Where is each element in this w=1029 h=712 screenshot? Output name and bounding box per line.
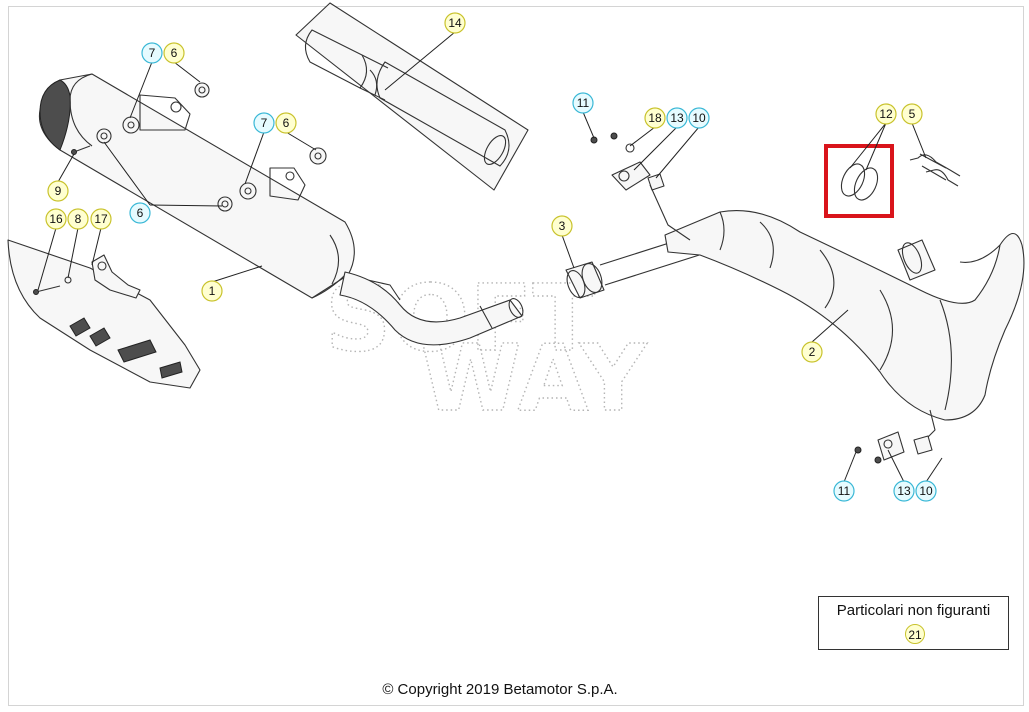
watermark-line-2: WAY [420, 325, 648, 432]
callout-8: 8 [67, 208, 89, 230]
svg-text:3: 3 [559, 219, 566, 233]
legend-title: Particolari non figuranti [836, 602, 991, 619]
leader-lines [37, 31, 943, 483]
callout-17: 17 [90, 208, 112, 230]
o-ring-highlight-box [824, 144, 894, 218]
svg-text:6: 6 [171, 46, 178, 60]
part-callouts: 1 2 3 5 6 7 6 7 [45, 12, 937, 502]
svg-text:1: 1 [209, 284, 216, 298]
svg-text:10: 10 [919, 484, 933, 498]
callout-10-lower: 10 [915, 480, 937, 502]
callout-6-top-right: 6 [275, 112, 297, 134]
callout-5: 5 [901, 103, 923, 125]
svg-text:9: 9 [55, 184, 62, 198]
svg-text:11: 11 [577, 96, 590, 110]
legend-box-parts-not-shown: Particolari non figuranti 21 [818, 596, 1009, 650]
callout-13-lower: 13 [893, 480, 915, 502]
callout-18: 18 [644, 107, 666, 129]
callout-11-upper: 11 [572, 92, 594, 114]
svg-text:7: 7 [149, 46, 156, 60]
callout-2: 2 [801, 341, 823, 363]
callout-6-top-left: 6 [163, 42, 185, 64]
callout-12: 12 [875, 103, 897, 125]
svg-text:16: 16 [49, 212, 63, 226]
part-12-o-rings [824, 144, 894, 218]
svg-text:14: 14 [448, 16, 462, 30]
callout-3: 3 [551, 215, 573, 237]
callout-7-top-right: 7 [253, 112, 275, 134]
svg-text:8: 8 [75, 212, 82, 226]
part-14-silencer-packing [295, 2, 529, 191]
diagram-frame [8, 6, 1024, 706]
callout-10-upper: 10 [688, 107, 710, 129]
svg-text:10: 10 [692, 111, 706, 125]
callout-16: 16 [45, 208, 67, 230]
upper-bracket-assembly [590, 132, 691, 241]
part-3-coupler [565, 261, 605, 299]
svg-text:6: 6 [283, 116, 290, 130]
watermark: SOFT WAY [324, 264, 648, 432]
callout-7-top-left: 7 [141, 42, 163, 64]
copyright-footer: © Copyright 2019 Betamotor S.p.A. [382, 681, 618, 698]
svg-text:11: 11 [838, 484, 851, 498]
part-2-expansion-chamber [664, 210, 1025, 441]
svg-text:17: 17 [94, 212, 108, 226]
svg-text:2: 2 [809, 345, 816, 359]
silencer-grommets [71, 82, 327, 212]
lower-bracket-assembly [854, 431, 933, 464]
part-1-silencer [38, 73, 401, 301]
legend-callout-21: 21 [905, 624, 925, 644]
svg-text:13: 13 [670, 111, 684, 125]
heat-shield [7, 239, 201, 389]
callout-14: 14 [444, 12, 466, 34]
svg-text:12: 12 [879, 107, 893, 121]
callout-1: 1 [201, 280, 223, 302]
part-5-springs [909, 153, 961, 187]
callout-13-upper: 13 [666, 107, 688, 129]
callout-6-lower: 6 [129, 202, 151, 224]
callout-11-lower: 11 [833, 480, 855, 502]
svg-text:18: 18 [648, 111, 662, 125]
svg-text:6: 6 [137, 206, 144, 220]
svg-text:7: 7 [261, 116, 268, 130]
svg-text:5: 5 [909, 107, 916, 121]
svg-text:13: 13 [897, 484, 911, 498]
callout-9: 9 [47, 180, 69, 202]
